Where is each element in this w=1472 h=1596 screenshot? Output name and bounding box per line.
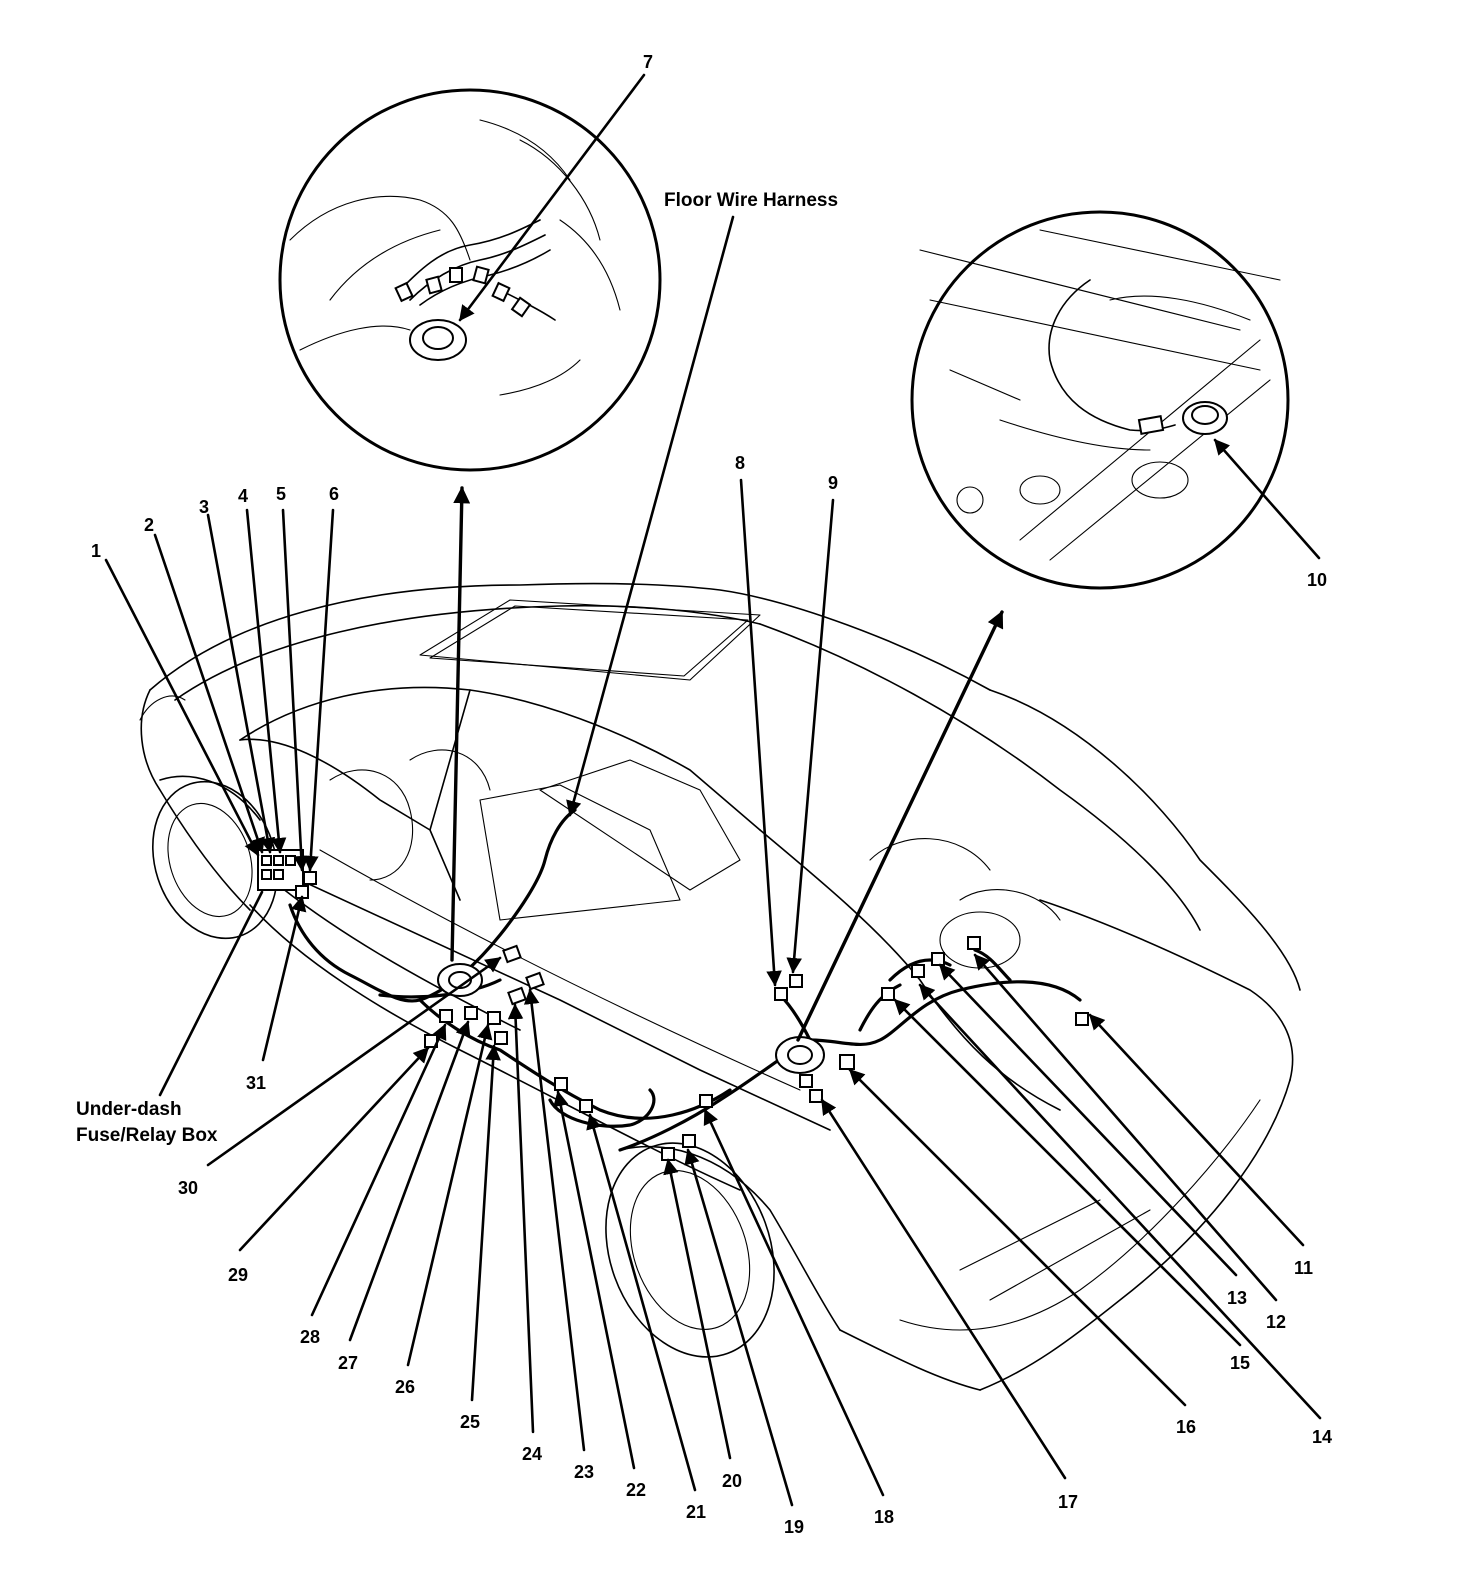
callout-18: 18: [874, 1507, 894, 1527]
callout-3: 3: [199, 497, 209, 517]
callout-29: 29: [228, 1265, 248, 1285]
callout-24: 24: [522, 1444, 542, 1464]
callout-31: 31: [246, 1073, 266, 1093]
callout-5: 5: [276, 484, 286, 504]
callout-1: 1: [91, 541, 101, 561]
callout-27: 27: [338, 1353, 358, 1373]
callout-7: 7: [643, 52, 653, 72]
callout-8: 8: [735, 453, 745, 473]
callout-leader-lines: [104, 73, 1322, 1507]
callout-17: 17: [1058, 1492, 1078, 1512]
callout-30: 30: [178, 1178, 198, 1198]
callout-23: 23: [574, 1462, 594, 1482]
text-labels: Floor Wire Harness Under-dash Fuse/Relay…: [76, 190, 838, 1146]
callout-10: 10: [1307, 570, 1327, 590]
callout-14: 14: [1312, 1427, 1332, 1447]
callout-16: 16: [1176, 1417, 1196, 1437]
detail-view-grommet-right: [910, 210, 1290, 590]
callout-22: 22: [626, 1480, 646, 1500]
detail-pointer-arrows: [450, 486, 1004, 1042]
callout-20: 20: [722, 1471, 742, 1491]
callout-26: 26: [395, 1377, 415, 1397]
fuse-box-label-line1: Under-dash: [76, 1099, 182, 1120]
callout-13: 13: [1227, 1288, 1247, 1308]
callout-28: 28: [300, 1327, 320, 1347]
callout-21: 21: [686, 1502, 706, 1522]
callout-4: 4: [238, 486, 248, 506]
callout-12: 12: [1266, 1312, 1286, 1332]
callout-15: 15: [1230, 1353, 1250, 1373]
callout-19: 19: [784, 1517, 804, 1537]
car-body-outline: [139, 582, 1301, 1391]
callout-6: 6: [329, 484, 339, 504]
detail-view-grommet-left: [278, 88, 662, 472]
wire-harness: [288, 808, 1082, 1152]
callout-9: 9: [828, 473, 838, 493]
fuse-box-label-line2: Fuse/Relay Box: [76, 1125, 218, 1146]
callout-11: 11: [1294, 1258, 1313, 1278]
callout-25: 25: [460, 1412, 480, 1432]
callout-numbers: 1 2 3 4 5 6 7 8 9 10 11 12 13 14 15 16 1…: [91, 52, 1332, 1537]
floor-wire-harness-label: Floor Wire Harness: [664, 190, 838, 211]
callout-2: 2: [144, 515, 154, 535]
